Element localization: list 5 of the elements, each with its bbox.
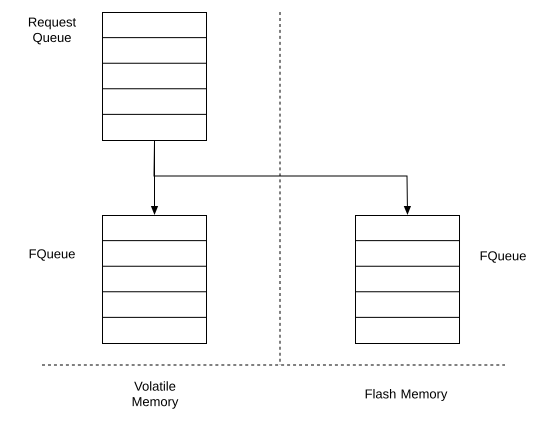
queue-label: FQueue [480,251,526,263]
region-label: Flash Memory [366,388,448,402]
queue-label: Request Queue [28,18,76,44]
queue-label: FQueue [30,249,75,261]
region-label: Volatile Memory [132,381,178,409]
